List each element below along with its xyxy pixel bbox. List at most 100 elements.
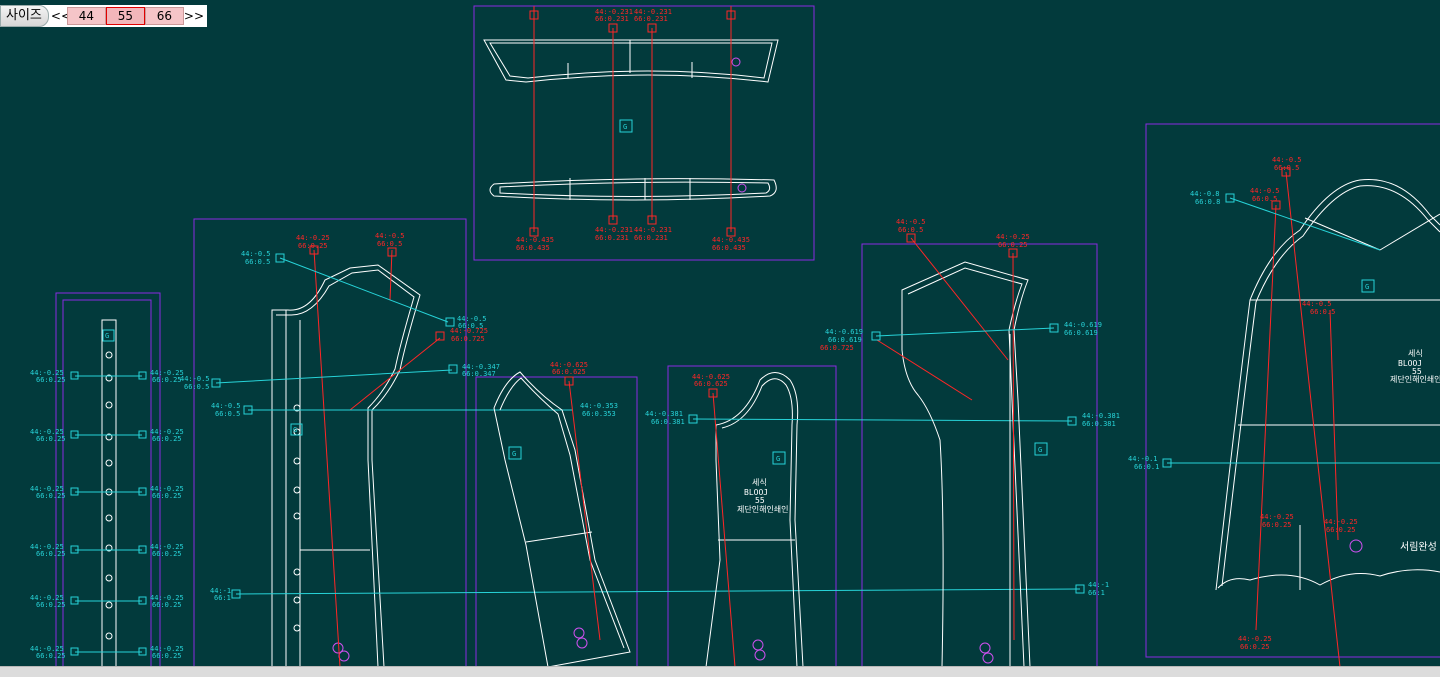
sleeve-1-inner [499, 377, 625, 649]
frame-right-piece [1145, 123, 1440, 658]
frame-placket-inner [62, 299, 152, 667]
svg-text:44:-0.25: 44:-0.25 [996, 233, 1030, 241]
collar-pattern[interactable] [483, 39, 779, 201]
svg-text:44:-0.25: 44:-0.25 [30, 428, 64, 436]
sleeve-2-inner [721, 378, 798, 667]
frame-back [861, 243, 1098, 667]
svg-text:G: G [623, 123, 627, 131]
size-toolbar: 사이즈 << 44 55 66 >> [0, 5, 207, 27]
button-mark [293, 457, 301, 465]
grade-rule: 66:0.231 [634, 234, 668, 242]
svg-text:44:-0.725: 44:-0.725 [450, 327, 488, 335]
svg-text:44:-0.8: 44:-0.8 [1190, 190, 1220, 198]
back-labels: 44:-0.5 66:0.5 44:-0.25 66:0.25 44:-0.61… [820, 218, 1120, 597]
svg-text:44:-0.1: 44:-0.1 [1128, 455, 1158, 463]
frame-sleeve-2 [667, 365, 837, 667]
button-hole [982, 652, 994, 664]
button-hole [1349, 539, 1363, 553]
svg-text:G: G [776, 455, 780, 463]
svg-text:66:0.1: 66:0.1 [1134, 463, 1159, 471]
svg-text:44:-0.5: 44:-0.5 [1302, 300, 1332, 308]
svg-text:66:0.25: 66:0.25 [36, 601, 66, 609]
svg-text:66:0.5: 66:0.5 [898, 226, 923, 234]
svg-text:44:-0.25: 44:-0.25 [150, 594, 184, 602]
grade-rule: 44:-0.231 [595, 8, 633, 16]
back-grade [876, 233, 1018, 641]
front-grade-labels: 44:-0.25 66:0.25 44:-0.5 66:0.5 44:-0.5 … [180, 232, 500, 602]
svg-text:44:-0.381: 44:-0.381 [645, 410, 683, 418]
placket-pattern[interactable] [101, 319, 117, 667]
svg-text:66:0.8: 66:0.8 [1195, 198, 1220, 206]
collar-grade-lines [529, 6, 736, 237]
collar-grade-labels: 44:-0.231 66:0.231 44:-0.231 66:0.231 44… [516, 8, 750, 252]
svg-text:44:-0.619: 44:-0.619 [1064, 321, 1102, 329]
sleeve-2-pattern[interactable] [705, 372, 804, 668]
frame-front [193, 218, 467, 667]
sleeve-1-labels: 44:-0.625 66:0.625 44:-0.353 66:0.353 G [508, 361, 618, 460]
svg-text:66:0.5: 66:0.5 [458, 322, 483, 330]
grade-rule: 44:-0.231 [634, 226, 672, 234]
grade-rule: 44:-0.231 [634, 8, 672, 16]
grade-rule: 66:0.435 [712, 244, 746, 252]
size-button-66[interactable]: 66 [144, 7, 184, 25]
sleeve-1-grade [564, 376, 601, 641]
front-bodice-pattern[interactable] [271, 264, 421, 667]
button-mark [105, 433, 113, 441]
svg-text:G: G [512, 450, 516, 458]
svg-text:66:0.25: 66:0.25 [152, 435, 182, 443]
svg-text:G: G [1365, 283, 1369, 291]
svg-text:BLOOJ: BLOOJ [1398, 359, 1422, 368]
svg-text:44:-0.5: 44:-0.5 [1250, 187, 1280, 195]
grade-rule: 44:-0.435 [516, 236, 554, 244]
svg-text:66:0.381: 66:0.381 [651, 418, 685, 426]
back-grade-cyan [871, 323, 1059, 341]
svg-text:44:-0.5: 44:-0.5 [457, 315, 487, 323]
right-line-3 [1304, 217, 1381, 251]
right-inner [1221, 185, 1440, 587]
collar-button-mark-2 [737, 183, 747, 193]
sleeve-1-pattern[interactable] [493, 371, 631, 667]
svg-text:66:0.353: 66:0.353 [582, 410, 616, 418]
next-size-button[interactable]: >> [183, 9, 204, 23]
grade-rule: 44:-0.231 [595, 226, 633, 234]
svg-text:55: 55 [1412, 367, 1422, 376]
placket-outline [101, 319, 117, 667]
svg-text:66:0.347: 66:0.347 [462, 370, 496, 378]
collar-top-outline [483, 39, 779, 83]
svg-text:서림완성: 서림완성 [1400, 541, 1437, 553]
sleeve-1-line [525, 531, 593, 543]
svg-text:44:-0.5: 44:-0.5 [241, 250, 271, 258]
button-hole [576, 637, 588, 649]
button-mark [105, 632, 113, 640]
size-label: 사이즈 [0, 5, 49, 27]
svg-text:66:0.25: 66:0.25 [152, 652, 182, 660]
svg-text:44:-0.25: 44:-0.25 [1324, 518, 1358, 526]
svg-text:44:-0.353: 44:-0.353 [580, 402, 618, 410]
svg-text:66:0.25: 66:0.25 [1240, 643, 1270, 651]
svg-text:66:0.25: 66:0.25 [298, 242, 328, 250]
grade-rule: 66:0.231 [634, 15, 668, 23]
svg-text:제단인해인쇄인: 제단인해인쇄인 [737, 504, 789, 514]
prev-size-button[interactable]: << [50, 9, 71, 23]
svg-text:66:0.625: 66:0.625 [552, 368, 586, 376]
svg-text:44:-0.347: 44:-0.347 [462, 363, 500, 371]
frame-collar [473, 5, 815, 261]
right-hem [1217, 569, 1440, 589]
button-hole [332, 642, 344, 654]
svg-text:BLOOJ: BLOOJ [744, 488, 768, 497]
svg-text:66:0.381: 66:0.381 [1082, 420, 1116, 428]
right-grade [1255, 167, 1341, 667]
svg-text:44:-0.625: 44:-0.625 [692, 373, 730, 381]
size-button-55[interactable]: 55 [105, 7, 145, 25]
right-pattern[interactable] [1215, 178, 1440, 591]
svg-text:66:0.5: 66:0.5 [377, 240, 402, 248]
size-button-44[interactable]: 44 [66, 7, 106, 25]
front-grade-cyan [211, 253, 1081, 599]
svg-text:66:0.5: 66:0.5 [215, 410, 240, 418]
svg-text:세식: 세식 [752, 478, 767, 487]
button-mark [293, 486, 301, 494]
svg-text:세식: 세식 [1408, 349, 1423, 358]
frame-placket-outer [55, 292, 161, 667]
